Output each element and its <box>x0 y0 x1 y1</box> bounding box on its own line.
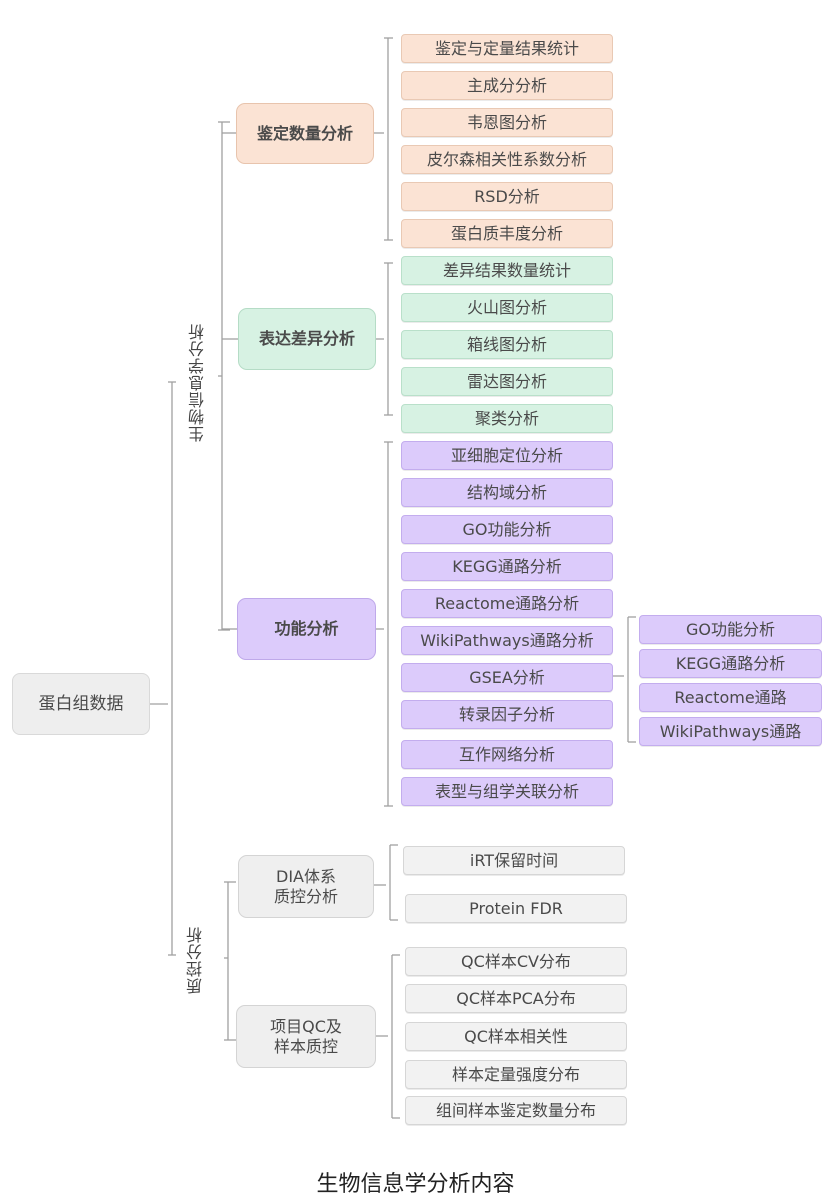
group-dia-node: DIA体系 质控分析 <box>238 855 374 918</box>
leaf-proj-5: 组间样本鉴定数量分布 <box>405 1096 627 1125</box>
leaf-quant-3: 韦恩图分析 <box>401 108 613 137</box>
leaf-gsea-4: WikiPathways通路 <box>639 717 822 746</box>
leaf-func-4: KEGG通路分析 <box>401 552 613 581</box>
leaf-gsea-2: KEGG通路分析 <box>639 649 822 678</box>
leaf-proj-2: QC样本PCA分布 <box>405 984 627 1013</box>
leaf-quant-6: 蛋白质丰度分析 <box>401 219 613 248</box>
leaf-func-3: GO功能分析 <box>401 515 613 544</box>
group-func-node: 功能分析 <box>237 598 376 660</box>
leaf-func-6: WikiPathways通路分析 <box>401 626 613 655</box>
leaf-func-2: 结构域分析 <box>401 478 613 507</box>
branch-qc-label: 质控分析 <box>186 926 205 994</box>
leaf-proj-4: 样本定量强度分布 <box>405 1060 627 1089</box>
leaf-func-10: 表型与组学关联分析 <box>401 777 613 806</box>
leaf-diff-1: 差异结果数量统计 <box>401 256 613 285</box>
group-diff-node: 表达差异分析 <box>238 308 376 370</box>
leaf-proj-1: QC样本CV分布 <box>405 947 627 976</box>
leaf-diff-2: 火山图分析 <box>401 293 613 322</box>
leaf-diff-4: 雷达图分析 <box>401 367 613 396</box>
group-proj-label-line2: 样本质控 <box>273 1036 338 1056</box>
group-dia-label-line2: 质控分析 <box>273 886 338 906</box>
leaf-dia-1: iRT保留时间 <box>403 846 625 875</box>
leaf-dia-2: Protein FDR <box>405 894 627 923</box>
leaf-gsea-1: GO功能分析 <box>639 615 822 644</box>
leaf-diff-3: 箱线图分析 <box>401 330 613 359</box>
figure-caption: 生物信息学分析内容 <box>316 1172 515 1197</box>
root-node: 蛋白组数据 <box>12 673 150 735</box>
group-proj-node: 项目QC及 样本质控 <box>236 1005 376 1068</box>
leaf-func-8: 转录因子分析 <box>401 700 613 729</box>
branch-bioinformatics-label: 生物信息学分析 <box>188 323 207 442</box>
leaf-func-9: 互作网络分析 <box>401 740 613 769</box>
group-quant-node: 鉴定数量分析 <box>236 103 374 164</box>
group-dia-label-line1: DIA体系 <box>276 866 336 886</box>
leaf-func-5: Reactome通路分析 <box>401 589 613 618</box>
leaf-quant-2: 主成分分析 <box>401 71 613 100</box>
leaf-diff-5: 聚类分析 <box>401 404 613 433</box>
group-proj-label-line1: 项目QC及 <box>270 1016 342 1036</box>
leaf-func-1: 亚细胞定位分析 <box>401 441 613 470</box>
leaf-quant-4: 皮尔森相关性系数分析 <box>401 145 613 174</box>
leaf-gsea-3: Reactome通路 <box>639 683 822 712</box>
leaf-proj-3: QC样本相关性 <box>405 1022 627 1051</box>
leaf-quant-5: RSD分析 <box>401 182 613 211</box>
leaf-func-7: GSEA分析 <box>401 663 613 692</box>
leaf-quant-1: 鉴定与定量结果统计 <box>401 34 613 63</box>
